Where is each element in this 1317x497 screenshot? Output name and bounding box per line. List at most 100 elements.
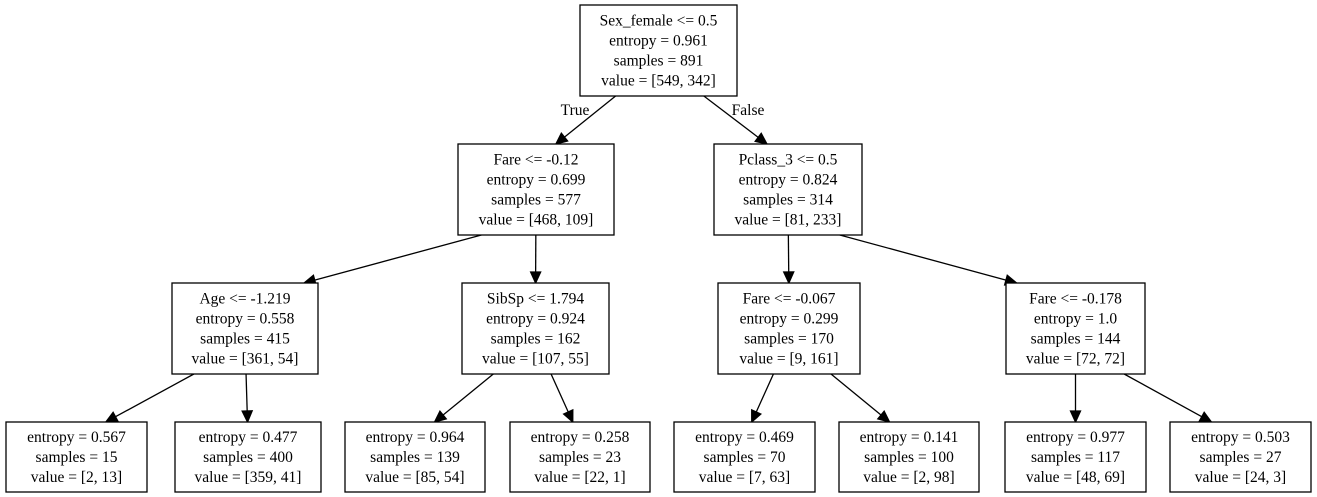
edge-line [314,234,482,281]
node-box [461,282,610,375]
edge-line [245,373,248,412]
nodes-layer: Sex_female <= 0.5 entropy = 0.961 samples … [5,4,1312,493]
node-text-line: value = [22, 1] [534,469,625,486]
node-box [673,421,816,493]
arrowhead-icon [433,409,448,423]
node-text-line: value = [361, 54] [192,351,299,368]
node-text-line: entropy = 0.469 [695,429,794,446]
edge-n5-n12 [830,373,891,423]
leaf-node-n9: entropy = 0.964 samples = 139 value = [85,… [344,421,486,493]
leaf-node-n7: entropy = 0.567 samples = 15 value = [2, 1… [5,421,148,493]
leaf-node-n14: entropy = 0.503 samples = 27 value = [24, … [1169,421,1312,493]
edge-line [442,373,494,416]
node-text-line: entropy = 0.961 [609,33,708,50]
node-box [713,143,863,236]
node-text-line: Pclass_3 <= 0.5 [739,152,838,169]
node-box [1169,421,1312,493]
node-box [5,421,148,493]
edge-n3-n7 [104,373,195,423]
edge-line [115,373,195,418]
node-box [838,421,980,493]
edge-line [1123,373,1203,418]
node-text-line: Sex_female <= 0.5 [600,13,718,30]
node-text-line: entropy = 0.699 [487,172,586,189]
arrowhead-icon [529,271,542,285]
node-box [344,421,486,493]
node-text-line: value = [85, 54] [365,469,464,486]
node-text-line: entropy = 0.567 [27,429,126,446]
edge-n3-n8 [241,373,254,424]
edge-line [830,373,882,416]
node-text-line: value = [24, 3] [1195,469,1286,486]
arrowhead-icon [876,409,891,423]
node-box [171,282,319,375]
node-text-line: samples = 314 [743,192,833,209]
node-text-line: value = [7, 63] [699,469,790,486]
node-text-line: value = [48, 69] [1026,469,1125,486]
node-text-line: entropy = 0.964 [366,429,465,446]
edge-n0-n1: True [554,95,617,145]
node-text-line: samples = 577 [491,192,581,209]
node-box [579,4,738,97]
node-text-line: entropy = 1.0 [1034,311,1117,328]
arrowhead-icon [562,408,574,424]
edge-n4-n9 [433,373,494,423]
edge-n1-n4 [529,234,542,285]
node-box [174,421,322,493]
node-text-line: Fare <= -0.12 [493,152,578,169]
edge-n6-n14 [1123,373,1213,423]
node-text-line: value = [549, 342] [601,73,716,90]
edge-n1-n3 [302,234,482,286]
arrowhead-icon [782,271,795,285]
node-text-line: entropy = 0.477 [199,429,298,446]
arrowhead-icon [554,132,569,145]
leaf-node-n12: entropy = 0.141 samples = 100 value = [2, … [838,421,980,493]
edge-line [703,95,759,138]
node-text-line: entropy = 0.924 [486,311,585,328]
node-text-line: Fare <= -0.178 [1029,291,1122,308]
node-text-line: entropy = 0.258 [531,429,630,446]
node-text-line: value = [2, 13] [31,469,122,486]
node-text-line: value = [2, 98] [863,469,954,486]
arrowhead-icon [104,411,119,423]
split-node-n2: Pclass_3 <= 0.5 entropy = 0.824 samples = … [713,143,863,236]
node-box [457,143,615,236]
edge-n0-n2: False [703,95,769,145]
split-node-n1: Fare <= -0.12 entropy = 0.699 samples = 57… [457,143,615,236]
node-box [509,421,651,493]
edge-label-false: False [732,102,765,119]
node-text-line: samples = 139 [370,449,460,466]
edge-n4-n10 [550,373,574,424]
node-text-line: value = [9, 161] [739,351,838,368]
node-text-line: samples = 400 [203,449,293,466]
node-text-line: samples = 117 [1031,449,1120,466]
node-text-line: entropy = 0.558 [196,311,295,328]
node-text-line: samples = 100 [864,449,954,466]
node-text-line: samples = 70 [704,449,786,466]
node-box [1004,421,1147,493]
edge-n5-n11 [751,373,775,424]
node-text-line: samples = 15 [36,449,118,466]
node-box [717,282,861,375]
arrowhead-icon [754,132,769,145]
node-text-line: Age <= -1.219 [199,291,290,308]
leaf-node-n11: entropy = 0.469 samples = 70 value = [7, 6… [673,421,816,493]
node-text-line: entropy = 0.503 [1191,429,1290,446]
node-text-line: samples = 891 [614,53,704,70]
node-text-line: value = [72, 72] [1026,351,1125,368]
edge-line [755,373,775,413]
arrowhead-icon [751,408,763,424]
leaf-node-n8: entropy = 0.477 samples = 400 value = [359… [174,421,322,493]
node-text-line: entropy = 0.141 [860,429,959,446]
node-text-line: value = [359, 41] [195,469,302,486]
arrowhead-icon [241,410,254,424]
node-text-line: samples = 27 [1200,449,1282,466]
node-text-line: samples = 170 [744,331,834,348]
node-text-line: entropy = 0.824 [739,172,838,189]
node-text-line: entropy = 0.299 [740,311,839,328]
edge-line [839,234,1007,281]
